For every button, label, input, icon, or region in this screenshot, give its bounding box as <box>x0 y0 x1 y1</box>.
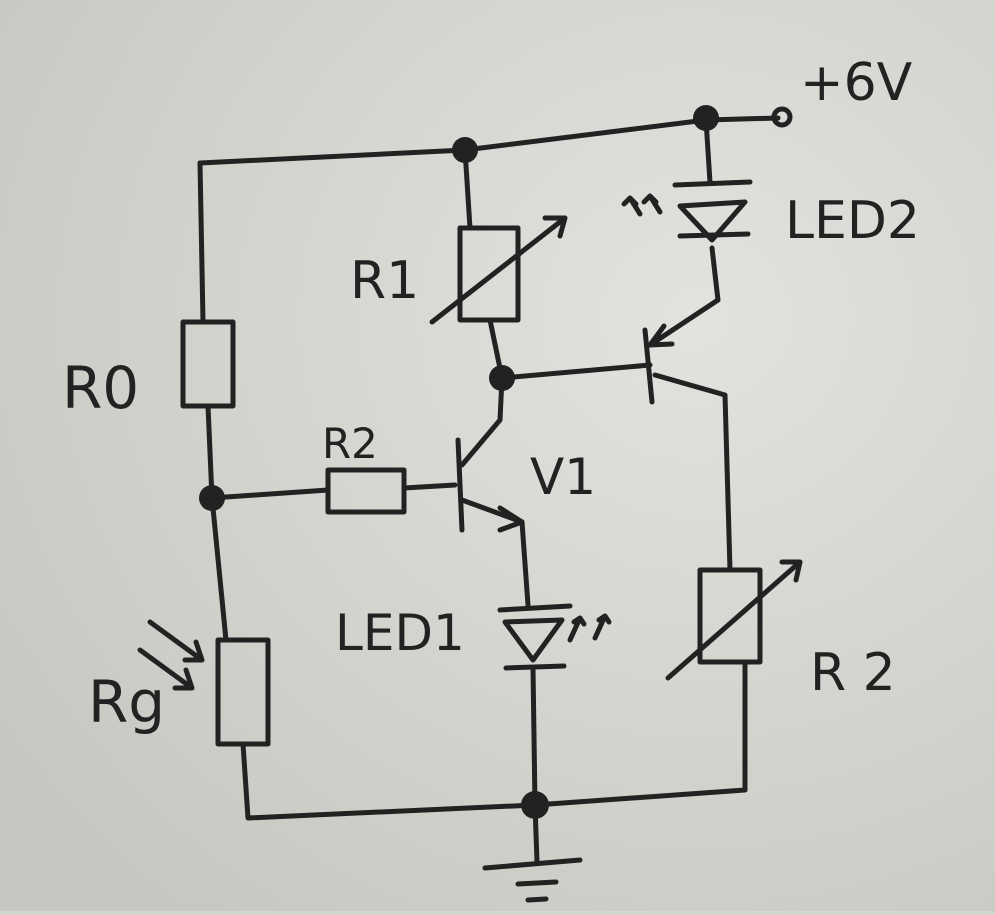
r2-variable-arrow <box>665 559 803 681</box>
led2-triangle <box>677 199 748 243</box>
wire-left-mid <box>205 403 215 501</box>
label-rg: Rg <box>88 668 165 736</box>
light-arrow-icon <box>147 619 205 663</box>
light-arrow-icon <box>137 647 195 691</box>
label-led1: LED1 <box>335 604 465 662</box>
led2-cathode-bar <box>677 231 751 239</box>
supply-terminal <box>771 106 793 128</box>
ground-line-2 <box>515 879 559 887</box>
ground-line-3 <box>525 896 549 903</box>
wire-to-v2-base <box>499 362 653 381</box>
transistor-v2-emitter <box>647 245 721 348</box>
led2-anode-bar <box>672 179 753 188</box>
junction-dot <box>489 365 515 391</box>
led1-triangle <box>502 617 565 663</box>
junction-dot <box>199 485 225 511</box>
v2-emitter-arrow-icon <box>647 323 675 348</box>
label-v1: V1 <box>530 448 596 506</box>
wire-left-lower <box>209 495 229 643</box>
resistor-r2-variable <box>697 567 763 665</box>
led1-top-bar <box>497 603 573 613</box>
transistor-v2-base-bar <box>642 327 655 405</box>
wire-led1-bottom <box>530 665 538 808</box>
led2-light-arrow-icon <box>621 193 663 217</box>
wire-r2-to-base <box>401 482 458 491</box>
transistor-v2-collector <box>652 372 733 573</box>
wire-top-rail <box>197 115 781 166</box>
label-r2-variable: R 2 <box>810 643 896 703</box>
junction-dot <box>693 105 719 131</box>
label-r2-base: R2 <box>322 419 378 468</box>
label-r1: R1 <box>350 251 419 311</box>
led1-light-arrow-icon <box>567 613 612 643</box>
label-led2: LED2 <box>785 191 920 251</box>
junction-dot <box>521 791 549 819</box>
transistor-v1-collector <box>459 375 505 468</box>
r1-variable-arrow <box>429 215 568 325</box>
wire-left-upper <box>197 160 206 325</box>
label-supply: +6V <box>800 53 913 113</box>
junction-dot <box>452 137 478 163</box>
wire-to-r2 <box>209 487 331 501</box>
label-r0: R0 <box>62 354 139 422</box>
resistor-r2-base <box>325 467 407 515</box>
wire-r1-top <box>462 147 473 231</box>
transistor-v1-base-bar <box>455 437 465 533</box>
ground-line-1 <box>482 857 583 871</box>
wire-led1-top <box>519 519 531 608</box>
